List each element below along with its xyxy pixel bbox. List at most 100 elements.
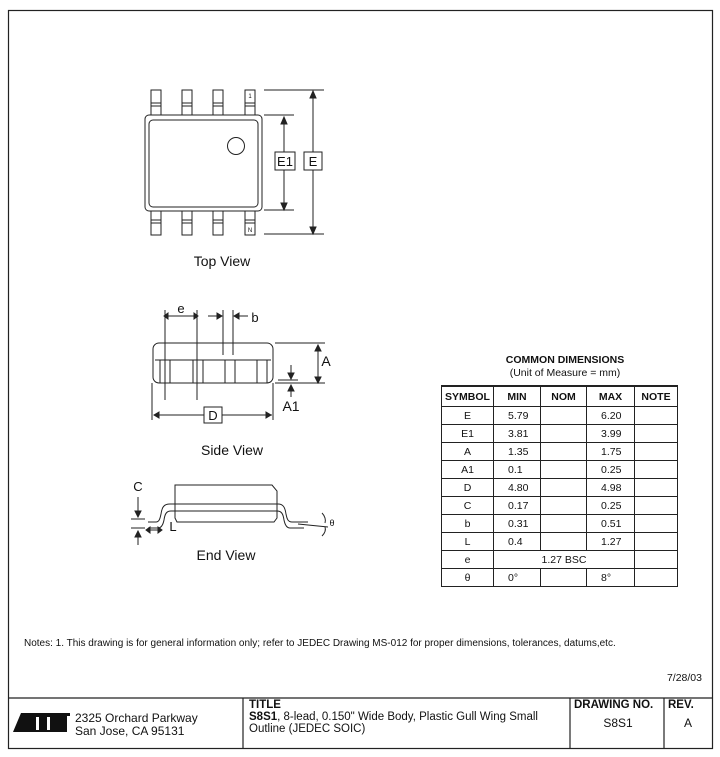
dim-label-D: D xyxy=(208,408,217,423)
cell-note xyxy=(634,460,678,479)
dim-label-C: C xyxy=(133,479,142,494)
cell-min: 3.81 xyxy=(493,424,541,443)
cell-note xyxy=(634,424,678,443)
pin1-marker-icon xyxy=(227,137,245,155)
cell-symbol: L xyxy=(441,532,494,551)
cell-max: 3.99 xyxy=(586,424,635,443)
cell-note xyxy=(634,496,678,515)
atmel-logo xyxy=(13,713,70,732)
cell-note xyxy=(634,406,678,425)
cell-symbol: e xyxy=(441,550,494,569)
rev-label: REV. xyxy=(668,699,694,711)
header-note: NOTE xyxy=(634,385,678,407)
cell-nom xyxy=(540,568,587,587)
dim-label-L: L xyxy=(169,519,176,534)
address-line-1: 2325 Orchard Parkway xyxy=(75,711,198,725)
cell-symbol: A1 xyxy=(441,460,494,479)
cell-nom xyxy=(540,424,587,443)
cell-note xyxy=(634,532,678,551)
cell-symbol: A xyxy=(441,442,494,461)
title-cell: TITLE S8S1, 8-lead, 0.150" Wide Body, Pl… xyxy=(249,699,567,735)
header-nom: NOM xyxy=(540,385,587,407)
drawing-number-cell: DRAWING NO. S8S1 xyxy=(572,699,664,730)
cell-nom xyxy=(540,496,587,515)
drawing-no-label: DRAWING NO. xyxy=(574,699,654,711)
cell-nom xyxy=(540,442,587,461)
company-address: 2325 Orchard Parkway San Jose, CA 95131 xyxy=(75,712,198,738)
cell-max: 0.25 xyxy=(586,496,635,515)
cell-symbol: D xyxy=(441,478,494,497)
cell-max: 0.51 xyxy=(586,514,635,533)
cell-nom xyxy=(540,460,587,479)
cell-max: 0.25 xyxy=(586,460,635,479)
cell-nom xyxy=(540,514,587,533)
cell-min: 5.79 xyxy=(493,406,541,425)
top-view-drawing xyxy=(144,89,324,236)
top-view-caption: Top View xyxy=(194,253,251,269)
cell-min: 0.31 xyxy=(493,514,541,533)
dim-label-E: E xyxy=(309,154,318,169)
title-code: S8S1 xyxy=(249,711,278,723)
top-pins xyxy=(150,89,256,117)
cell-symbol: E1 xyxy=(441,424,494,443)
dim-label-E1: E1 xyxy=(277,154,293,169)
dimensions-title: COMMON DIMENSIONS xyxy=(505,354,625,366)
cell-max: 8° xyxy=(586,568,635,587)
cell-symbol: E xyxy=(441,406,494,425)
cell-symbol: b xyxy=(441,514,494,533)
cell-nom xyxy=(540,478,587,497)
package-body xyxy=(144,114,263,212)
sheet-border xyxy=(7,9,714,750)
header-symbol: SYMBOL xyxy=(441,385,494,407)
cell-max: 4.98 xyxy=(586,478,635,497)
cell-max: 1.27 xyxy=(586,532,635,551)
cell-nom xyxy=(540,532,587,551)
pin-1-label: 1 xyxy=(248,94,252,100)
cell-note xyxy=(634,442,678,461)
cell-symbol: θ xyxy=(441,568,494,587)
dim-label-e: e xyxy=(177,301,184,316)
dim-label-A: A xyxy=(321,353,331,369)
title-block xyxy=(8,697,712,748)
cell-min: 1.35 xyxy=(493,442,541,461)
header-min: MIN xyxy=(493,385,541,407)
drawing-no-value: S8S1 xyxy=(603,716,633,730)
drawing-date: 7/28/03 xyxy=(666,672,702,684)
dim-label-theta: θ xyxy=(329,518,334,528)
cell-note xyxy=(634,568,678,587)
revision-cell: REV. A xyxy=(666,699,710,730)
side-view-caption: Side View xyxy=(201,442,264,458)
title-text: , 8-lead, 0.150" Wide Body, Plastic Gull… xyxy=(249,711,538,735)
header-max: MAX xyxy=(586,385,635,407)
cell-note xyxy=(634,550,678,569)
cell-min: 0° xyxy=(493,568,541,587)
rev-value: A xyxy=(683,716,692,730)
notes-text: Notes: 1. This drawing is for general in… xyxy=(24,638,616,649)
pin-n-label: N xyxy=(248,228,252,234)
end-view-caption: End View xyxy=(197,547,257,563)
address-line-2: San Jose, CA 95131 xyxy=(75,724,185,738)
title-label: TITLE xyxy=(249,699,281,711)
cell-min: 0.1 xyxy=(493,460,541,479)
cell-nom xyxy=(540,406,587,425)
cell-min: 0.4 xyxy=(493,532,541,551)
dim-label-b: b xyxy=(251,310,258,325)
cell-note xyxy=(634,478,678,497)
bottom-pins xyxy=(150,209,256,236)
dim-label-A1: A1 xyxy=(282,398,299,414)
side-view-drawing xyxy=(151,310,325,424)
end-view-drawing xyxy=(131,484,329,545)
cell-value: 1.27 BSC xyxy=(493,550,635,569)
cell-min: 0.17 xyxy=(493,496,541,515)
